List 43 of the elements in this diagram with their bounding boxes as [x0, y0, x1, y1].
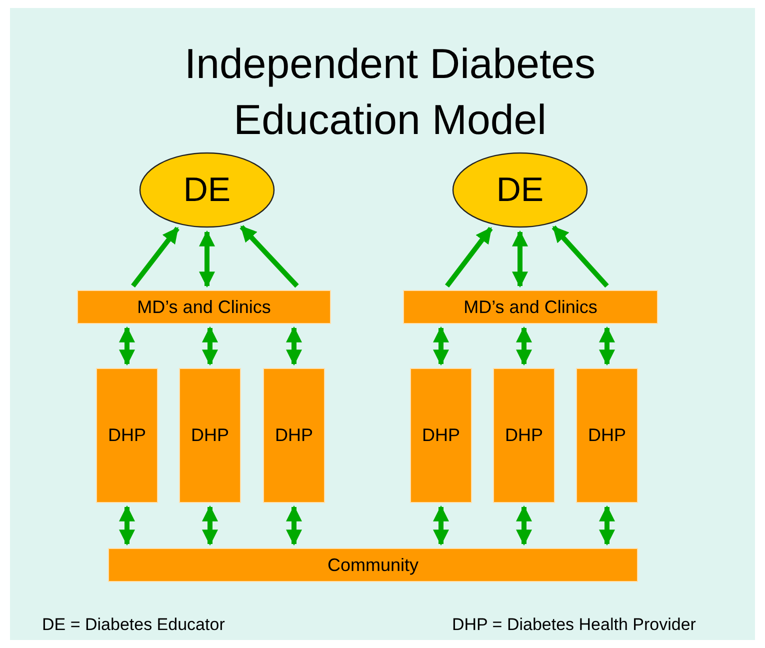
arrow: [516, 326, 532, 366]
provider-box: [96, 368, 158, 503]
process-bar: [77, 290, 331, 324]
ellipse-node: [452, 152, 588, 228]
provider-box: [263, 368, 325, 503]
ellipse-node: [139, 152, 275, 228]
node-label: DHP: [422, 424, 460, 447]
arrow: [119, 326, 135, 366]
provider-box: [410, 368, 472, 503]
node-label: DHP: [108, 424, 146, 447]
arrow: [286, 326, 302, 366]
provider-box: [576, 368, 638, 503]
arrow: [516, 505, 532, 546]
arrow: [512, 230, 528, 288]
node-label: MD’s and Clinics: [137, 296, 271, 318]
arrow: [599, 505, 615, 546]
arrow: [599, 326, 615, 366]
node-label: DHP: [274, 424, 313, 447]
provider-box: [493, 368, 555, 503]
arrow: [552, 225, 609, 288]
node-label: DHP: [588, 424, 626, 447]
arrow: [445, 226, 493, 288]
arrow: [433, 505, 449, 546]
provider-box: [179, 368, 241, 503]
legend-note: DE = Diabetes Educator: [42, 614, 225, 636]
arrow: [119, 505, 135, 546]
arrow: [199, 230, 215, 288]
arrow: [240, 225, 299, 288]
process-bar: [403, 290, 658, 324]
node-label: Community: [327, 554, 419, 576]
node-label: DHP: [504, 424, 543, 447]
arrow: [131, 226, 180, 288]
title: Independent Diabetes Education Model: [184, 39, 596, 145]
node-label: MD’s and Clinics: [464, 296, 598, 318]
arrow: [286, 505, 302, 546]
node-label: DE: [496, 173, 544, 207]
arrow: [202, 326, 218, 366]
process-bar: [108, 548, 638, 582]
node-label: DHP: [190, 424, 229, 447]
legend-note: DHP = Diabetes Health Provider: [452, 614, 696, 636]
arrow: [202, 505, 218, 546]
node-label: DE: [183, 173, 231, 207]
arrow: [433, 326, 449, 366]
